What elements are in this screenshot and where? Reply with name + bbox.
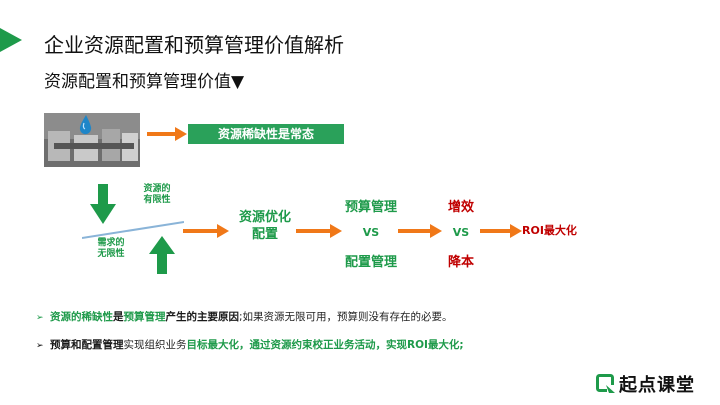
right-arrow-icon [183,224,229,238]
balance-line [82,221,184,239]
bullet-text-part: 目标最大化，通过资源约束校正业务活动，实现ROI最大化; [186,339,464,351]
optimize-label: 资源优化配置 [238,210,291,242]
demand-unlimited-label: 需求的无限性 [97,238,125,259]
right-arrow-icon [398,224,442,238]
corner-triangle-icon [0,28,22,52]
roi-max-label: ROI最大化 [522,224,577,237]
config-management-label: 配置管理 [344,255,397,270]
bullet-arrow-icon: ➢ [36,313,44,323]
bullet-text-part: 是 [113,311,124,323]
water-pipe-photo [44,113,140,167]
budget-management-label: 预算管理 [344,200,397,215]
bullet-text-part: 资源的稀缺性 [50,311,113,323]
right-arrow-icon [296,224,342,238]
page-title: 企业资源配置和预算管理价值解析 [44,33,344,57]
reduce-cost-label: 降本 [447,255,474,270]
bullet-text-part: 预算管理 [123,311,166,323]
bullet-arrow-icon: ➢ [36,341,44,351]
vs-label: VS [452,226,470,239]
bullet-text-part: 实现组织业务 [123,339,187,351]
bullet-budget-config: ➢ 预算和配置管理实现组织业务目标最大化，通过资源约束校正业务活动，实现ROI最大… [36,337,464,352]
increase-efficiency-label: 增效 [447,200,474,215]
scarcity-box: 资源稀缺性是常态 [188,124,344,144]
right-arrow-icon [480,224,522,238]
supply-limit-label: 资源的有限性 [143,184,171,205]
brand-logo: 起点课堂 [596,371,695,396]
up-arrow-icon [149,236,175,274]
bullet-text-part: 产生的主要原因 [165,311,240,323]
right-arrow-icon [147,127,187,141]
bullet-text-part: ;如果资源无限可用，预算则没有存在的必要。 [239,311,453,323]
down-arrow-icon [90,184,116,224]
logo-icon [596,374,615,393]
bullet-scarcity: ➢ 资源的稀缺性是预算管理产生的主要原因;如果资源无限可用，预算则没有存在的必要。 [36,309,453,324]
bullet-text-part: 预算和配置管理 [50,339,124,351]
section-subtitle: 资源配置和预算管理价值▼ [44,72,245,92]
vs-label: VS [362,226,380,239]
logo-text: 起点课堂 [619,375,695,396]
